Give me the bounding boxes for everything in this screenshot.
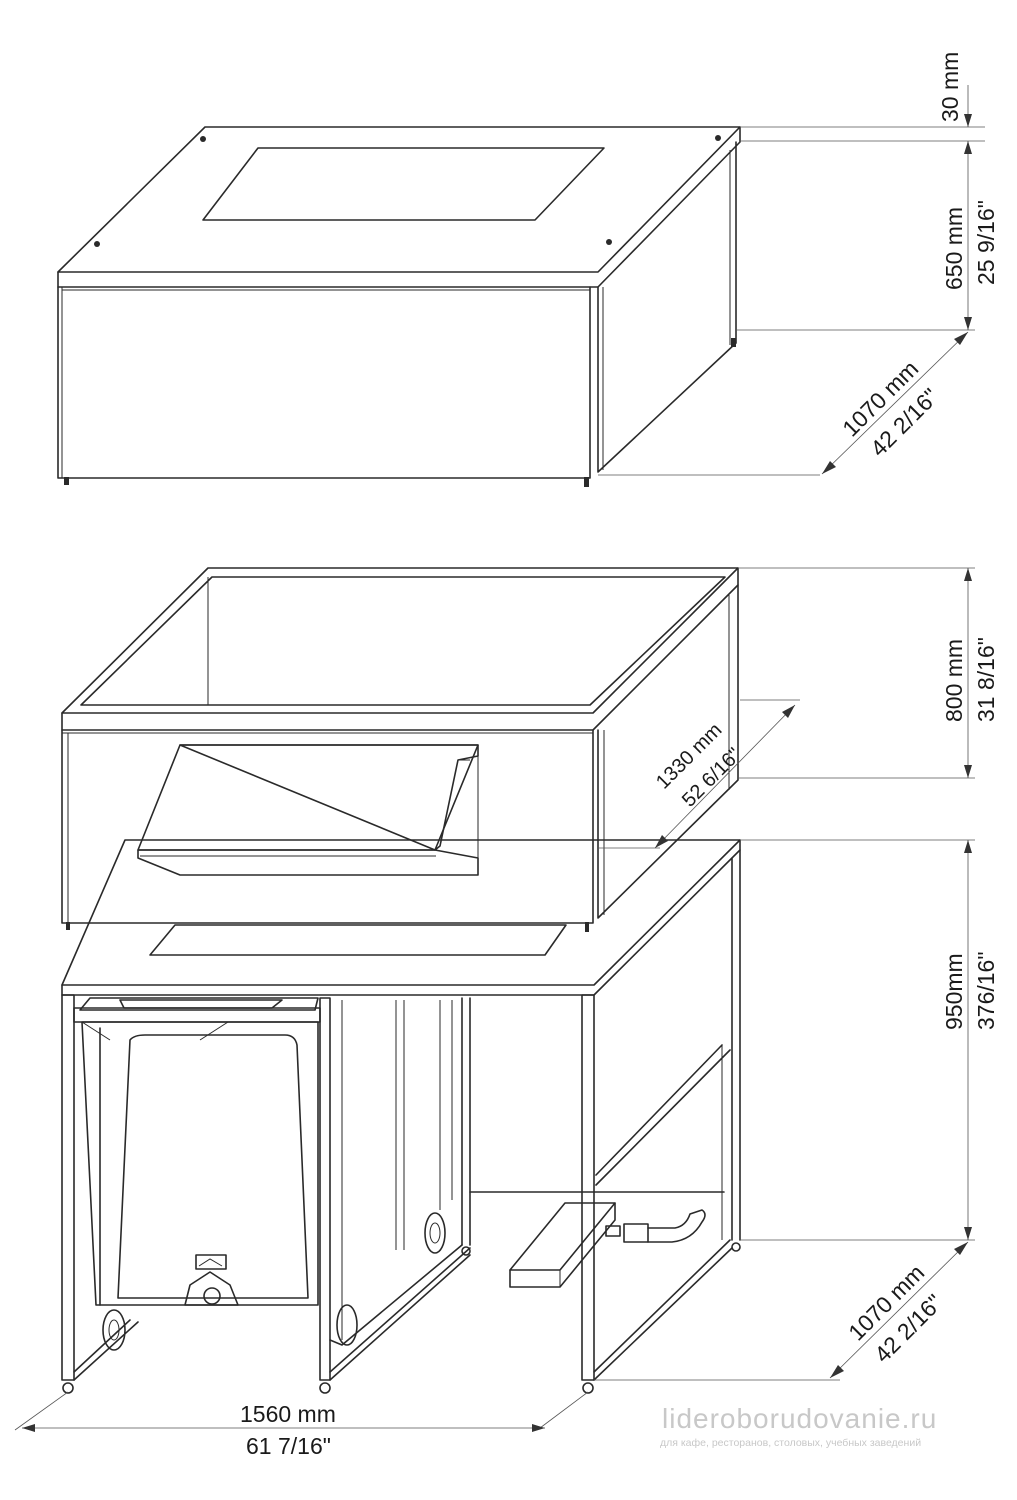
drain-tray — [509, 1202, 706, 1288]
dim-base-height-in: 376/16" — [973, 951, 999, 1030]
dim-bin-height-in: 31 8/16" — [973, 637, 999, 722]
bin-unit — [61, 567, 739, 932]
dim-base-width-mm: 1560 mm — [240, 1401, 336, 1427]
dim-top-height-mm: 650 mm — [941, 207, 967, 290]
base-frame — [61, 839, 741, 1394]
dim-bin-height-mm: 800 mm — [941, 639, 967, 722]
dim-top-lid-thickness: 30 mm — [937, 52, 963, 122]
top-unit — [57, 126, 741, 487]
dim-top-height-in: 25 9/16" — [973, 200, 999, 285]
watermark-site: lideroborudovanie.ru — [662, 1403, 937, 1434]
dim-base-height-mm: 950mm — [941, 953, 967, 1030]
cart — [73, 997, 463, 1351]
dim-base-width-in: 61 7/16" — [246, 1433, 331, 1459]
watermark-tagline: для кафе, ресторанов, столовых, учебных … — [660, 1437, 921, 1449]
dimension-lines — [14, 85, 985, 1432]
